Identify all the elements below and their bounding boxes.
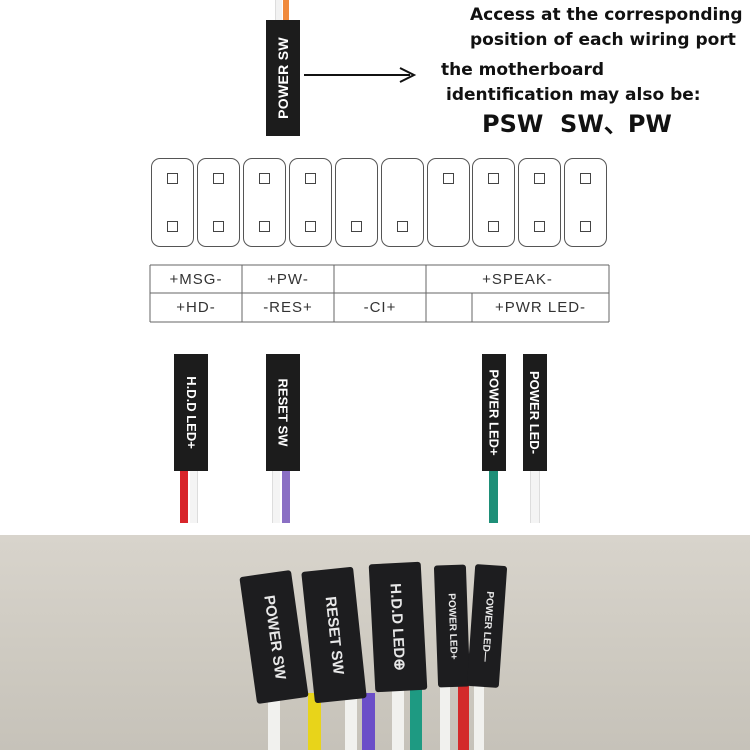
- reset-sw-connector: RESET SW: [266, 354, 300, 471]
- pin-hole: [259, 173, 270, 184]
- pin-hole: [305, 173, 316, 184]
- annotation-aliases: PSW SW、PW: [482, 110, 672, 138]
- photo-plug-power-led-plus-label: POWER LED+: [445, 592, 459, 660]
- red-wire: [180, 471, 188, 523]
- pin-column-2: [197, 158, 240, 247]
- pin-label-speak: +SPEAK-: [482, 270, 553, 288]
- power-led-minus-label: POWER LED-: [527, 370, 543, 455]
- orange-wire: [283, 0, 289, 22]
- pin-hole: [443, 173, 454, 184]
- white-wire: [275, 0, 282, 22]
- product-photo: POWER SW RESET SW H.D.D LED⊕ POWER LED+ …: [0, 535, 750, 750]
- pin-hole: [351, 221, 362, 232]
- hdd-led-label: H.D.D LED+: [183, 376, 199, 449]
- pin-hole: [397, 221, 408, 232]
- top-power-sw-connector: POWER SW: [266, 20, 300, 136]
- pin-hole: [580, 221, 591, 232]
- white-wire: [530, 471, 540, 523]
- arrow-right-icon: [304, 67, 417, 83]
- pin-hole: [213, 221, 224, 232]
- annotation-line-3: the motherboard: [441, 60, 605, 80]
- pin-hole: [167, 221, 178, 232]
- photo-plug-power-led-minus: POWER LED—: [466, 564, 508, 688]
- photo-plug-power-led-plus: POWER LED+: [433, 564, 471, 688]
- photo-plug-hdd-led-label: H.D.D LED⊕: [386, 582, 409, 672]
- pin-column-3: [243, 158, 286, 247]
- pin-column-1: [151, 158, 194, 247]
- pin-column-10: [564, 158, 607, 247]
- photo-plug-reset-sw-label: RESET SW: [321, 595, 347, 675]
- pin-label-empty-bottom: [426, 293, 472, 322]
- annotation-line-4: identification may also be:: [446, 85, 701, 105]
- pin-label-pw: +PW-: [267, 270, 309, 288]
- pin-hole: [580, 173, 591, 184]
- pin-column-4: [289, 158, 332, 247]
- pin-label-empty-top: [334, 265, 426, 293]
- photo-plug-power-led-minus-label: POWER LED—: [479, 590, 495, 662]
- pin-hole: [305, 221, 316, 232]
- photo-wire-green: [410, 685, 422, 750]
- pin-column-5: [335, 158, 378, 247]
- white-wire: [272, 471, 280, 523]
- pin-hole: [534, 221, 545, 232]
- purple-wire: [282, 471, 290, 523]
- pin-hole: [488, 173, 499, 184]
- photo-plug-power-sw: POWER SW: [239, 570, 309, 704]
- pin-label-hd: +HD-: [176, 299, 216, 316]
- reset-sw-label: RESET SW: [275, 378, 291, 447]
- pin-hole: [167, 173, 178, 184]
- pin-hole: [488, 221, 499, 232]
- photo-wire-white: [440, 685, 450, 750]
- pin-label-ci: -CI+: [363, 299, 397, 316]
- annotation-line-2: position of each wiring port: [470, 30, 736, 50]
- pin-hole: [213, 173, 224, 184]
- photo-wire-white: [268, 693, 280, 750]
- photo-wire-red: [458, 685, 469, 750]
- pin-column-8: [472, 158, 515, 247]
- annotation-line-1: Access at the corresponding: [470, 5, 743, 25]
- hdd-led-connector: H.D.D LED+: [174, 354, 208, 471]
- photo-wire-white: [474, 685, 484, 750]
- power-led-plus-connector: POWER LED+: [482, 354, 506, 471]
- pin-column-6: [381, 158, 424, 247]
- photo-plug-power-sw-label: POWER SW: [259, 593, 289, 681]
- photo-wire-white: [345, 693, 357, 750]
- photo-plug-hdd-led: H.D.D LED⊕: [368, 561, 428, 693]
- power-led-plus-label: POWER LED+: [486, 369, 502, 456]
- pin-label-table-grid: [149, 264, 610, 323]
- pin-column-7: [427, 158, 470, 247]
- pin-label-res: -RES+: [263, 299, 313, 316]
- power-led-minus-connector: POWER LED-: [523, 354, 547, 471]
- pin-hole: [534, 173, 545, 184]
- photo-plug-reset-sw: RESET SW: [301, 566, 367, 704]
- photo-wire-purple: [362, 693, 375, 750]
- photo-wire-yellow: [308, 693, 321, 750]
- pin-label-msg: +MSG-: [169, 270, 223, 288]
- pin-hole: [259, 221, 270, 232]
- pin-label-pwr-led: +PWR LED-: [494, 299, 587, 316]
- pin-column-9: [518, 158, 561, 247]
- white-wire: [190, 471, 198, 523]
- photo-wire-white: [392, 685, 404, 750]
- green-wire: [489, 471, 498, 523]
